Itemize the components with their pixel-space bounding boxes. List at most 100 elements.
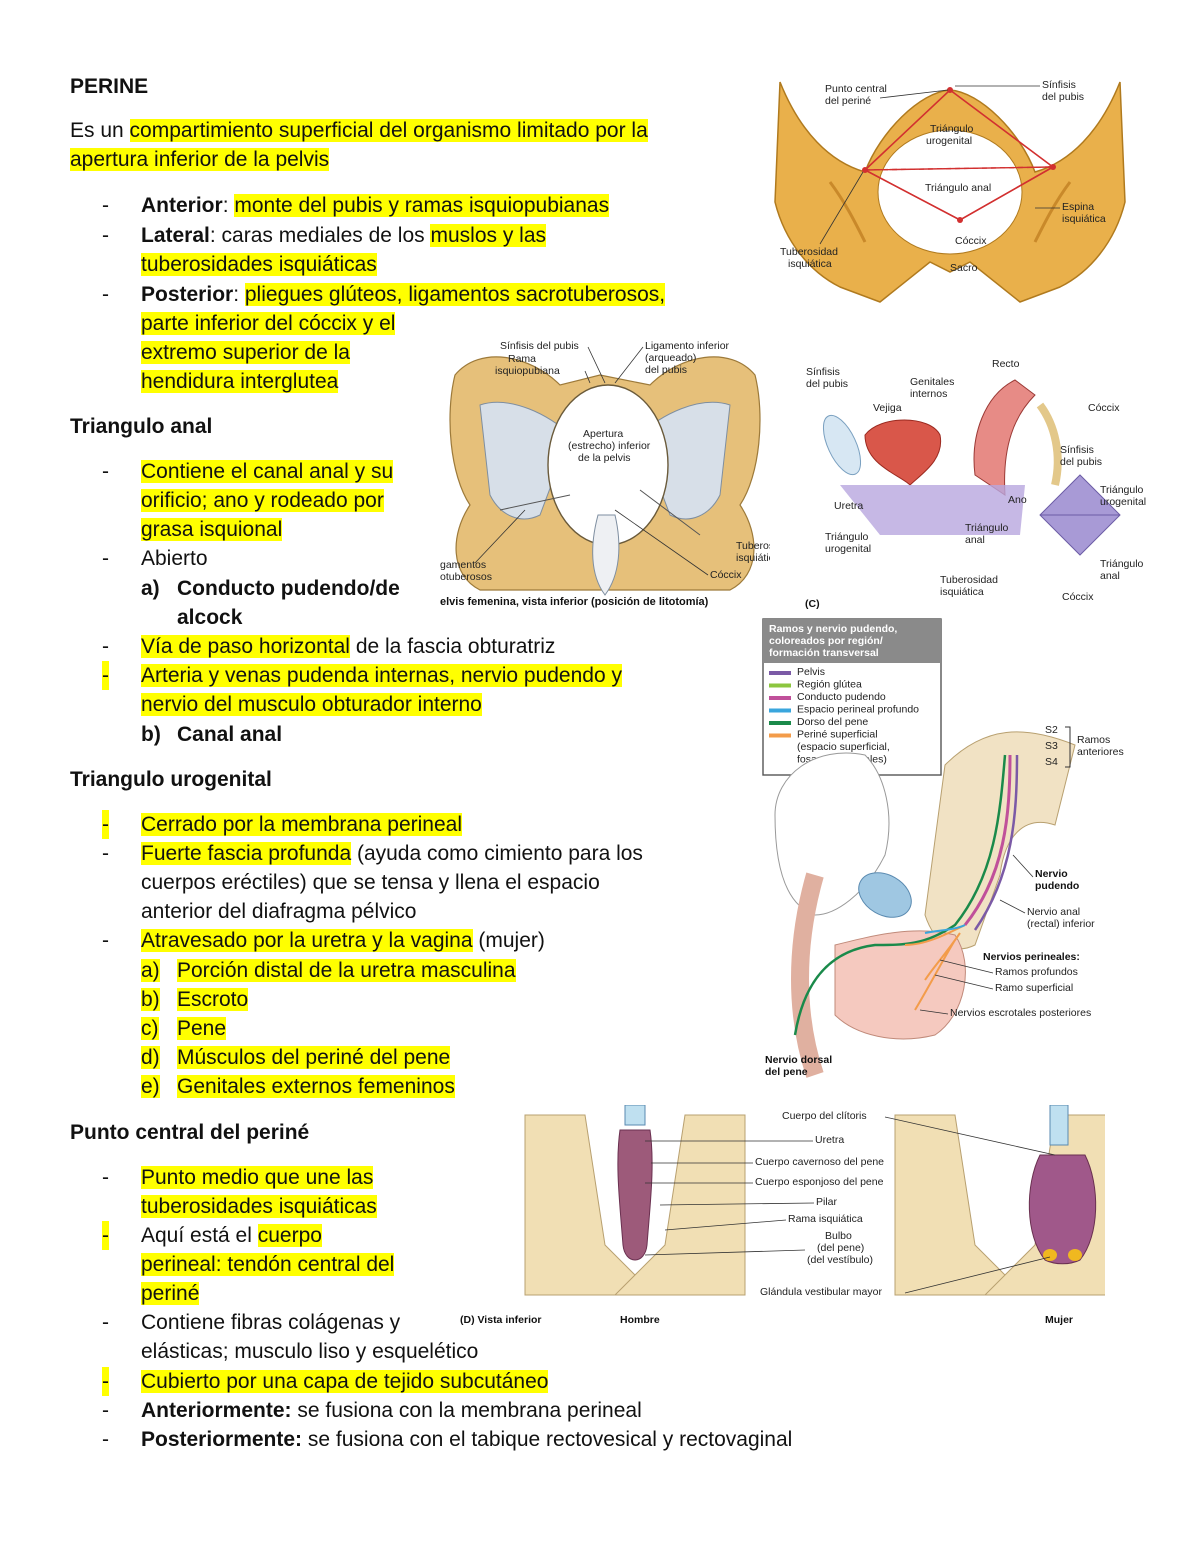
page-title: PERINE [70, 75, 149, 98]
label-ligamento: Ligamento inferior [645, 340, 730, 352]
label-sinfisis: del pubis [806, 378, 848, 390]
label-ano: Ano [1008, 494, 1027, 506]
limit-label: Posterior [141, 283, 234, 306]
bullet-dash: - [102, 1311, 109, 1334]
legend-swatch [769, 733, 791, 738]
limit-label: Lateral [141, 224, 210, 247]
limit-colon: : [222, 194, 235, 217]
pudendal-canal-line [963, 754, 1012, 926]
bullet-dash: - [102, 224, 109, 247]
label-rama: isquiopubiana [495, 365, 560, 377]
figure-caption: elvis femenina, vista inferior (posición… [440, 596, 709, 608]
label-rama: Rama [508, 353, 536, 365]
highlight-text: Arteria y venas pudenda internas, nervio… [141, 664, 622, 687]
highlight-text: nervio del musculo obturador interno [141, 693, 482, 716]
anal-contains-cont: orificio; ano y rodeado por [141, 486, 384, 515]
item-label: e) [141, 1075, 160, 1098]
label-apertura: de la pelvis [578, 452, 631, 464]
central-punto-cont: tuberosidades isquiáticas [141, 1192, 377, 1221]
label-nervio-anal: Nervio anal [1027, 906, 1080, 918]
label-ramos: anteriores [1077, 746, 1124, 758]
bullet-dash: - [102, 1221, 109, 1251]
label-triangulo-urogenital: urogenital [926, 135, 972, 147]
legend-label: Región glútea [797, 679, 862, 691]
item-label: a) [141, 959, 160, 982]
label-coccix: Cóccix [1062, 591, 1094, 603]
label-triangulo-urogenital: urogenital [1100, 496, 1146, 508]
section-heading-uro: Triangulo urogenital [70, 768, 272, 791]
label-punto-central: del periné [825, 95, 871, 107]
plain-text: se fusiona con el tabique rectovesical y… [302, 1428, 793, 1451]
label-triangulo-urogenital: Triángulo [930, 123, 974, 135]
limit-posterior-cont: parte inferior del cóccix y el [141, 309, 396, 338]
label-bulbo: (del vestíbulo) [807, 1254, 873, 1266]
label-esponjoso: Cuerpo esponjoso del pene [755, 1176, 884, 1188]
label-tuberosidad: Tuberosidad [940, 574, 998, 586]
central-aqui: Aquí está el cuerpo [141, 1221, 322, 1250]
label-triangulo-anal: Triángulo [1100, 558, 1144, 570]
pelvis-inferior-figure: Sínfisis del pubis Rama isquiopubiana Li… [440, 335, 770, 610]
label-ramos: Ramos [1077, 734, 1110, 746]
anal-sub-b-label: b) [141, 723, 161, 746]
label-s2: S2 [1045, 724, 1058, 736]
label-glandula: Glándula vestibular mayor [760, 1286, 882, 1298]
label-nervio-pudendo: pudendo [1035, 880, 1079, 892]
legend-label: Espacio perineal profundo [797, 704, 919, 716]
bullet-dash: - [102, 1367, 109, 1397]
central-aqui-cont: periné [141, 1279, 200, 1308]
label-mujer: Mujer [1045, 1314, 1073, 1326]
highlight-text: perineal: tendón central del [141, 1253, 395, 1276]
anal-open: Abierto [141, 547, 208, 570]
label-sinfisis: Sínfisis [1042, 79, 1076, 91]
label-rama: Rama isquiática [788, 1213, 863, 1225]
legend-label: Dorso del pene [797, 716, 868, 728]
limit-highlight: monte del pubis y ramas isquiopubianas [234, 194, 610, 217]
label-uretra: Uretra [815, 1134, 844, 1146]
uro-cerrado: Cerrado por la membrana perineal [141, 810, 462, 839]
label-nervio-pudendo: Nervio [1035, 868, 1068, 880]
label-tuberosidad: isquiática [940, 586, 984, 598]
legend-label: Periné superficial [797, 729, 878, 741]
label-sinfisis: Sínfisis [1060, 444, 1094, 456]
legend-swatch [769, 683, 791, 688]
label-ramo-superficial: Ramo superficial [995, 982, 1073, 994]
limit-highlight: tuberosidades isquiáticas [141, 253, 377, 276]
label-coccix: Cóccix [710, 569, 742, 581]
external-genitalia-figure: Cuerpo del clítoris Uretra Cuerpo cavern… [455, 1105, 1105, 1330]
rectum-shape [973, 379, 1036, 496]
limit-highlight: parte inferior del cóccix y el [141, 312, 396, 335]
label-sinfisis: Sínfisis [806, 366, 840, 378]
highlight-text: periné [141, 1282, 200, 1305]
legend-swatch [769, 708, 791, 713]
pelvic-floor-shape [840, 485, 1025, 535]
uro-item-label: e) [141, 1072, 160, 1101]
intro-line-1: Es un compartimiento superficial del org… [70, 116, 648, 145]
legend-swatch [769, 671, 791, 675]
uro-item-label: a) [141, 956, 160, 985]
central-anterior: Anteriormente: se fusiona con la membran… [141, 1396, 642, 1425]
uro-atravesado: Atravesado por la uretra y la vagina (mu… [141, 926, 545, 955]
pelvis-outlet-figure: Punto central del periné Sínfisis del pu… [770, 72, 1130, 310]
intro-line-2: apertura inferior de la pelvis [70, 145, 330, 174]
item-text: Genitales externos femeninos [177, 1075, 455, 1098]
label-espina: Espina [1062, 201, 1094, 213]
item-label: d) [141, 1046, 160, 1069]
label-triangulo-anal: anal [1100, 570, 1120, 582]
label-sinfisis: Sínfisis del pubis [500, 340, 579, 352]
label-tuberosidad: isquiática [736, 552, 770, 564]
label-nervios-escrotales: Nervios escrotales posteriores [950, 1007, 1091, 1019]
label-hombre: Hombre [620, 1314, 660, 1326]
anal-contains-cont: grasa isquional [141, 515, 283, 544]
label-apertura: Apertura [583, 428, 623, 440]
label-recto: Recto [992, 358, 1020, 370]
central-cubierto: Cubierto por una capa de tejido subcután… [141, 1367, 549, 1396]
label-ligamento: (arqueado) [645, 352, 696, 364]
label-triangulo-urogenital: urogenital [825, 543, 871, 555]
penis-shape [617, 1129, 653, 1261]
limit-lateral: Lateral: caras mediales de los muslos y … [141, 221, 547, 250]
label-vejiga: Vejiga [873, 402, 902, 414]
label-ramos-profundos: Ramos profundos [995, 966, 1078, 978]
limit-colon: : [233, 283, 245, 306]
scrotum-shape [834, 930, 966, 1040]
section-heading-anal: Triangulo anal [70, 415, 213, 438]
